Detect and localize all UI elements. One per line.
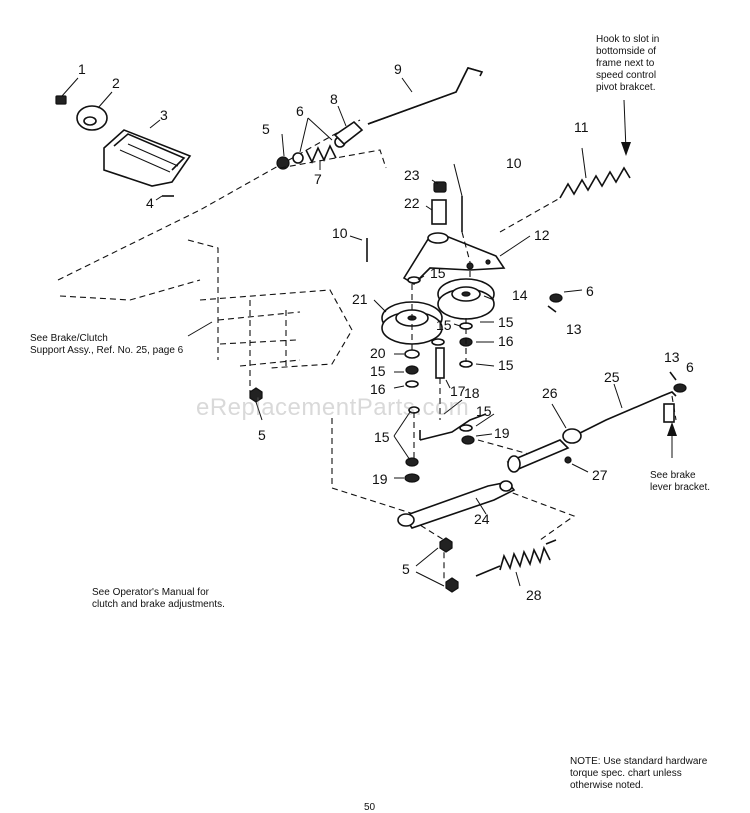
callout-15-lower-left: 15 bbox=[374, 429, 390, 445]
callout-6-upper: 6 bbox=[296, 103, 304, 119]
callout-27: 27 bbox=[592, 467, 608, 483]
washers-and-nuts bbox=[404, 276, 563, 388]
hook-note: Hook to slot in bottomside of frame next… bbox=[596, 34, 660, 93]
callout-8: 8 bbox=[330, 91, 338, 107]
bolt-part-1 bbox=[55, 77, 79, 105]
callout-5-left: 5 bbox=[258, 427, 266, 443]
callout-12: 12 bbox=[534, 227, 550, 243]
pin-part-4 bbox=[155, 195, 174, 201]
callout-24: 24 bbox=[474, 511, 490, 527]
callout-15-lower-right: 15 bbox=[476, 403, 492, 419]
callout-6-right: 6 bbox=[686, 359, 694, 375]
callout-15-right-lower: 15 bbox=[498, 357, 514, 373]
callout-28: 28 bbox=[526, 587, 542, 603]
leader-lines bbox=[187, 105, 623, 587]
callout-26: 26 bbox=[542, 385, 558, 401]
callout-3: 3 bbox=[160, 107, 168, 123]
callout-16-left: 16 bbox=[370, 381, 386, 397]
operators-manual-note: See Operator's Manual for clutch and bra… bbox=[92, 587, 225, 610]
callout-labels: 1 2 3 4 5 6 7 8 9 10 11 23 22 10 12 15 6… bbox=[78, 61, 694, 603]
callout-22: 22 bbox=[404, 195, 420, 211]
upper-hardware-5-6-7-8 bbox=[276, 120, 387, 170]
cap-part-2 bbox=[76, 91, 113, 131]
page-number: 50 bbox=[364, 802, 376, 813]
callout-1: 1 bbox=[78, 61, 86, 77]
callout-15-top: 15 bbox=[430, 265, 446, 281]
callout-23: 23 bbox=[404, 167, 420, 183]
callout-19-right: 19 bbox=[494, 425, 510, 441]
pulley-part-14 bbox=[437, 278, 495, 320]
spring-part-11 bbox=[499, 147, 631, 233]
callout-14: 14 bbox=[512, 287, 528, 303]
callout-5-lower: 5 bbox=[402, 561, 410, 577]
spacer-part-17 bbox=[435, 347, 445, 420]
callout-13-right: 13 bbox=[664, 349, 680, 365]
callout-10-right: 10 bbox=[506, 155, 522, 171]
callout-15-left: 15 bbox=[370, 363, 386, 379]
idler-bracket-part-12 bbox=[366, 181, 506, 296]
shaft-part-18 bbox=[404, 406, 487, 483]
center-frame-outline bbox=[331, 418, 576, 582]
callout-16-right: 16 bbox=[498, 333, 514, 349]
rod-part-9 bbox=[367, 67, 484, 125]
pedal-pad-part-3 bbox=[103, 119, 192, 187]
rod-part-25 bbox=[506, 391, 677, 473]
callout-4: 4 bbox=[146, 195, 154, 211]
callout-6-mid: 6 bbox=[586, 283, 594, 299]
callout-9: 9 bbox=[394, 61, 402, 77]
callout-20: 20 bbox=[370, 345, 386, 361]
nuts-part-5-lower bbox=[249, 387, 459, 593]
brake-clutch-note: See Brake/Clutch Support Assy., Ref. No.… bbox=[30, 333, 184, 356]
callout-15-right: 15 bbox=[498, 314, 514, 330]
link-arm-part-24 bbox=[397, 480, 516, 529]
hook-arrow bbox=[621, 99, 631, 156]
callout-21: 21 bbox=[352, 291, 368, 307]
brake-lever-note: See brake lever bracket. bbox=[650, 470, 711, 493]
brake-lever-arrow bbox=[663, 403, 677, 458]
callout-7: 7 bbox=[314, 171, 322, 187]
callout-18: 18 bbox=[464, 385, 480, 401]
callout-13-mid: 13 bbox=[566, 321, 582, 337]
watermark: eReplacementParts.com bbox=[196, 394, 470, 421]
callout-15-center: 15 bbox=[436, 317, 452, 333]
hardware-13-6-right bbox=[669, 371, 687, 393]
hardware-note: NOTE: Use standard hardware torque spec.… bbox=[570, 756, 708, 791]
callout-25: 25 bbox=[604, 369, 620, 385]
callout-5-upper: 5 bbox=[262, 121, 270, 137]
spring-part-28 bbox=[475, 539, 557, 577]
callout-19-left: 19 bbox=[372, 471, 388, 487]
callout-10-left: 10 bbox=[332, 225, 348, 241]
callout-11: 11 bbox=[574, 119, 589, 135]
callout-2: 2 bbox=[112, 75, 120, 91]
callout-17: 17 bbox=[450, 383, 466, 399]
